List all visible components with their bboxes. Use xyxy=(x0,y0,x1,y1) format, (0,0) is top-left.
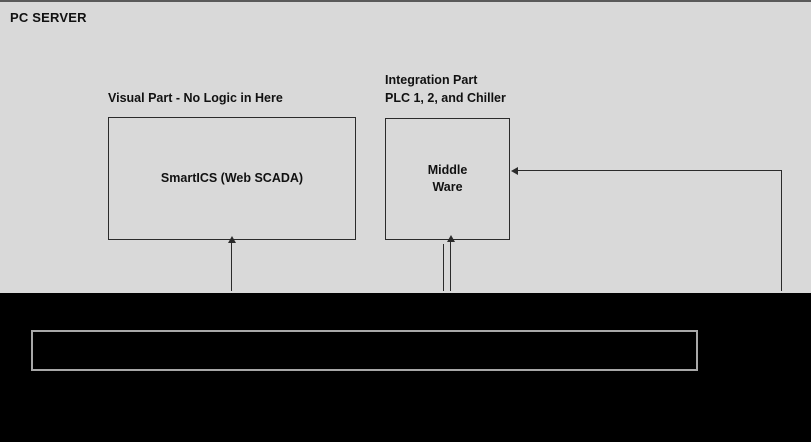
arrowhead-up-middleware-icon xyxy=(447,235,455,242)
connector-bottom-to-smartics xyxy=(231,238,232,291)
integration-part-label: Integration Part PLC 1, 2, and Chiller xyxy=(385,73,506,105)
arrowhead-up-smartics-icon xyxy=(228,236,236,243)
node-middleware[interactable]: Middle Ware xyxy=(385,118,510,240)
node-bottom-region[interactable] xyxy=(31,330,698,371)
connector-right-vertical xyxy=(781,170,782,291)
node-smartics[interactable]: SmartICS (Web SCADA) xyxy=(108,117,356,240)
arrowhead-left-middleware-icon xyxy=(511,167,518,175)
pc-server-panel: PC SERVER Visual Part - No Logic in Here… xyxy=(0,0,811,293)
page-title: PC SERVER xyxy=(10,10,87,25)
connector-bottom-to-middleware xyxy=(450,240,451,291)
connector-right-horizontal xyxy=(517,170,782,171)
visual-part-label: Visual Part - No Logic in Here xyxy=(108,91,283,105)
connector-bottom-to-middleware-line xyxy=(443,244,444,291)
